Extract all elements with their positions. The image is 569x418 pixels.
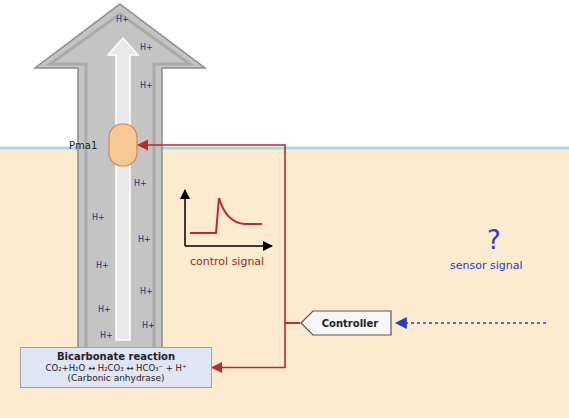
arrow-inner-shade (50, 14, 190, 352)
signal-label: control signal (190, 256, 264, 268)
node-text: (Carbonic anhydrase) (25, 373, 207, 384)
sensor-signal-arrow (396, 322, 546, 324)
pump-protein: Pma1 (69, 123, 138, 167)
reaction-box: Bicarbonate reactionCO₂+H₂O ↔ H₂CO₃ ↔ HC… (20, 347, 212, 388)
ion-label: H+ (96, 262, 109, 271)
node-heading: Pma1 (69, 140, 97, 151)
signal-label: sensor signal (450, 260, 523, 272)
pump-shape (109, 124, 137, 166)
ion-label: H+ (92, 214, 105, 223)
controller-shape (301, 311, 391, 335)
x-axis (185, 245, 272, 247)
control-wire (138, 145, 300, 323)
ion-label: H+ (100, 332, 113, 341)
proton-flux-arrow (35, 4, 205, 352)
inner-flux-arrow (108, 38, 138, 340)
ion-label: H+ (142, 322, 155, 331)
ion-label: H+ (98, 306, 111, 315)
ion-label: H+ (140, 44, 153, 53)
question-mark: ? (487, 226, 501, 255)
control-signal-curve (190, 198, 262, 233)
ion-label: H+ (140, 288, 153, 297)
node-heading: Bicarbonate reaction (25, 351, 207, 363)
control-wire (212, 323, 300, 367)
node-text: CO₂+H₂O ↔ H₂CO₃ ↔ HCO₃⁻ + H⁺ (25, 363, 207, 373)
controller-block: Controller (300, 310, 392, 336)
ion-label: H+ (140, 82, 153, 91)
y-axis (184, 190, 186, 246)
node-heading: Controller (322, 318, 378, 329)
ion-label: H+ (134, 180, 147, 189)
ion-label: H+ (138, 236, 151, 245)
ion-label: H+ (116, 16, 129, 25)
